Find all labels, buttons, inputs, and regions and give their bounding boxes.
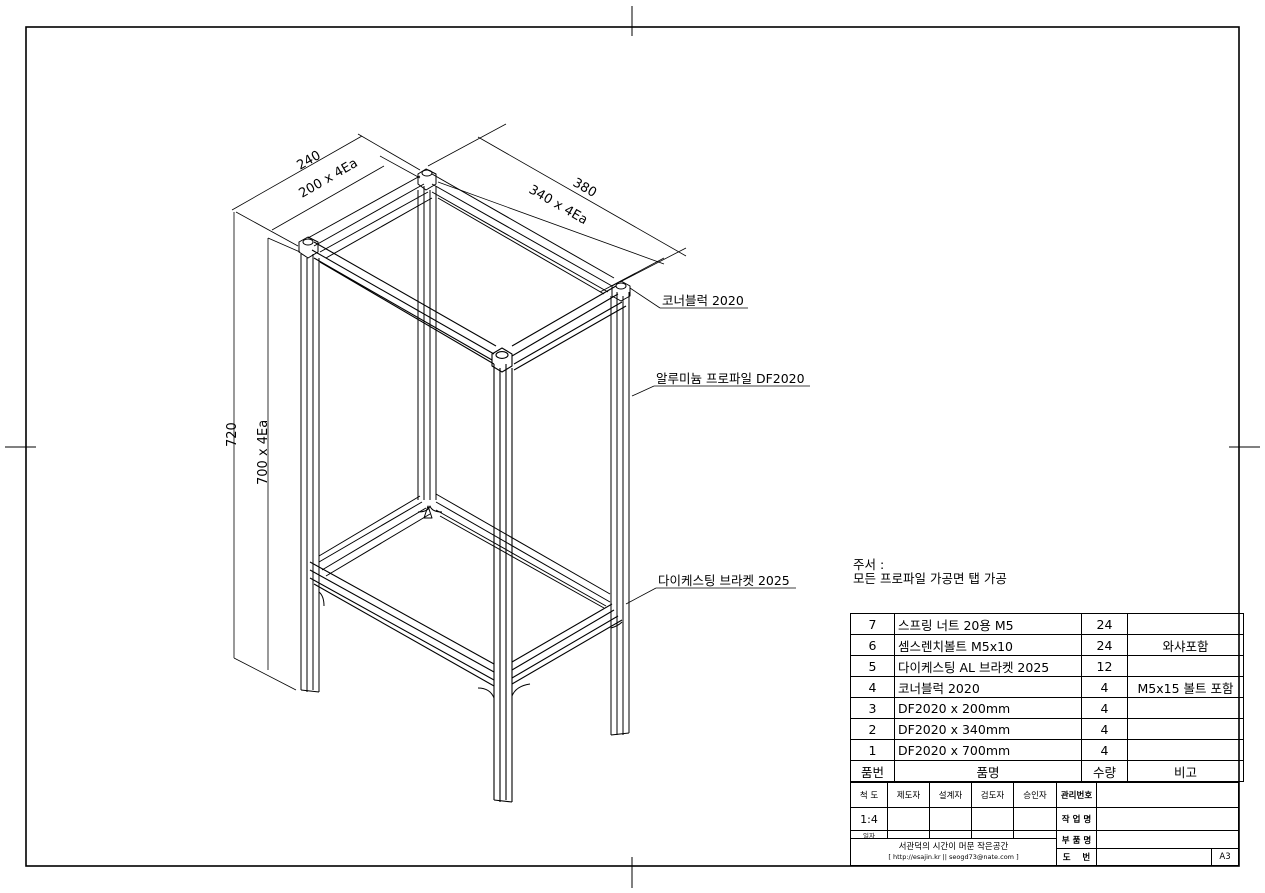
corner-block-front [491,347,513,373]
tb-approver-sign [1013,807,1057,831]
bill-of-materials: 7 스프링 너트 20용 M5 24 6 셈스렌치볼트 M5x10 24 와샤포… [850,613,1244,782]
bom-name: DF2020 x 340mm [894,718,1082,740]
callout-profile: 알루미늄 프로파일 DF2020 [656,371,805,386]
bracket-front-right [511,683,531,697]
bracket-left [318,591,325,607]
bom-qty: 12 [1081,655,1128,677]
bom-row: 7 스프링 너트 20용 M5 24 [850,613,1244,635]
bom-qty: 4 [1081,697,1128,719]
drawing-notes: 주서 : 모든 프로파일 가공면 탭 가공 [853,558,1007,586]
bracket-right [610,621,623,629]
tb-company-box: 서관덕의 시간이 머문 작은공간 [ http://esajin.kr || s… [850,838,1057,866]
post-front [493,364,513,803]
bom-no: 1 [850,739,895,761]
tb-part-name-value [1096,830,1239,849]
tb-drawing-no: 도 번 [1056,848,1097,866]
top-rail-front-right [511,285,627,371]
bom-remark [1127,655,1244,677]
post-back-center [417,186,437,500]
tb-company-contact: [ http://esajin.kr || seogd73@nate.com ] [888,853,1019,861]
callout-bracket: 다이케스팅 브라켓 2025 [658,573,790,588]
corner-block-back [417,168,437,191]
tb-drafter-sign [887,807,930,831]
tb-scale-label: 척 도 [850,782,888,808]
bom-row: 5 다이케스팅 AL 브라켓 2025 12 [850,655,1244,677]
bom-header-row: 품번 품명 수량 비고 [850,760,1244,782]
tb-company: 서관덕의 시간이 머문 작은공간 [898,842,1009,852]
bottom-rail-front-right [511,603,623,685]
dim-overall-width: 240 [295,148,324,173]
notes-line: 모든 프로파일 가공면 탭 가공 [853,571,1007,586]
top-rail-front-left [311,241,497,365]
bottom-rail-back-right [435,493,611,609]
title-block: 척 도 제도자 설계자 검도자 승인자 관리번호 1:4 작 업 명 일자 서관… [850,782,1239,866]
bom-remark: M5x15 볼트 포함 [1127,676,1244,698]
top-rail-back-right [431,173,615,295]
bom-qty: 4 [1081,676,1128,698]
bom-qty: 4 [1081,739,1128,761]
bottom-rail-front-left [309,561,495,687]
bottom-rail-back-left [318,495,431,577]
bom-qty: 24 [1081,613,1128,635]
bom-qty: 24 [1081,634,1128,656]
tb-part-name: 부 품 명 [1056,830,1097,849]
bom-remark [1127,697,1244,719]
bom-no: 3 [850,697,895,719]
bom-no: 6 [850,634,895,656]
bom-header-no: 품번 [850,760,895,782]
tb-checker: 검도자 [971,782,1014,808]
bom-row: 6 셈스렌치볼트 M5x10 24 와샤포함 [850,634,1244,656]
bom-row: 4 코너블럭 2020 4 M5x15 볼트 포함 [850,676,1244,698]
tb-scale-value: 1:4 [850,807,888,831]
tb-designer-sign [929,807,972,831]
tb-approver: 승인자 [1013,782,1057,808]
bom-no: 4 [850,676,895,698]
tb-sheet-size: A3 [1211,848,1239,866]
bom-remark: 와샤포함 [1127,634,1244,656]
centering-marks [5,6,1260,888]
corner-block-left [298,236,319,259]
tb-work-name: 작 업 명 [1056,807,1097,831]
notes-heading: 주서 : [853,557,885,572]
tb-mgmt-no-value [1096,782,1239,808]
tb-drafter: 제도자 [887,782,930,808]
post-left [300,254,320,693]
tb-work-name-value [1096,807,1239,831]
tb-mgmt-no: 관리번호 [1056,782,1097,808]
bom-row: 3 DF2020 x 200mm 4 [850,697,1244,719]
bracket-front-left [477,687,495,699]
bom-name: 스프링 너트 20용 M5 [894,613,1082,635]
bom-remark [1127,718,1244,740]
tb-checker-sign [971,807,1014,831]
bom-name: DF2020 x 200mm [894,697,1082,719]
bom-name: 다이케스팅 AL 브라켓 2025 [894,655,1082,677]
bom-no: 7 [850,613,895,635]
bom-no: 2 [850,718,895,740]
bracket-back [417,505,443,519]
dim-post-height: 700 x 4Ea [256,420,271,485]
bom-row: 2 DF2020 x 340mm 4 [850,718,1244,740]
dim-overall-depth: 380 [570,175,599,200]
bom-header-remark: 비고 [1127,760,1244,782]
bom-qty: 4 [1081,718,1128,740]
post-back-right [610,292,630,736]
bom-name: 코너블럭 2020 [894,676,1082,698]
leader-lines [625,287,810,605]
tb-drawing-no-value [1096,848,1212,866]
frame-isometric-drawing [298,168,631,803]
bom-name: DF2020 x 700mm [894,739,1082,761]
bom-remark [1127,739,1244,761]
bom-remark [1127,613,1244,635]
callout-corner-block: 코너블럭 2020 [662,293,744,308]
bom-header-qty: 수량 [1081,760,1128,782]
dimension-lines [231,123,687,691]
top-rail-back-left [307,175,433,259]
bom-header-name: 품명 [894,760,1082,782]
dim-overall-height: 720 [225,422,240,447]
bom-row: 1 DF2020 x 700mm 4 [850,739,1244,761]
bom-name: 셈스렌치볼트 M5x10 [894,634,1082,656]
tb-designer: 설계자 [929,782,972,808]
bom-no: 5 [850,655,895,677]
